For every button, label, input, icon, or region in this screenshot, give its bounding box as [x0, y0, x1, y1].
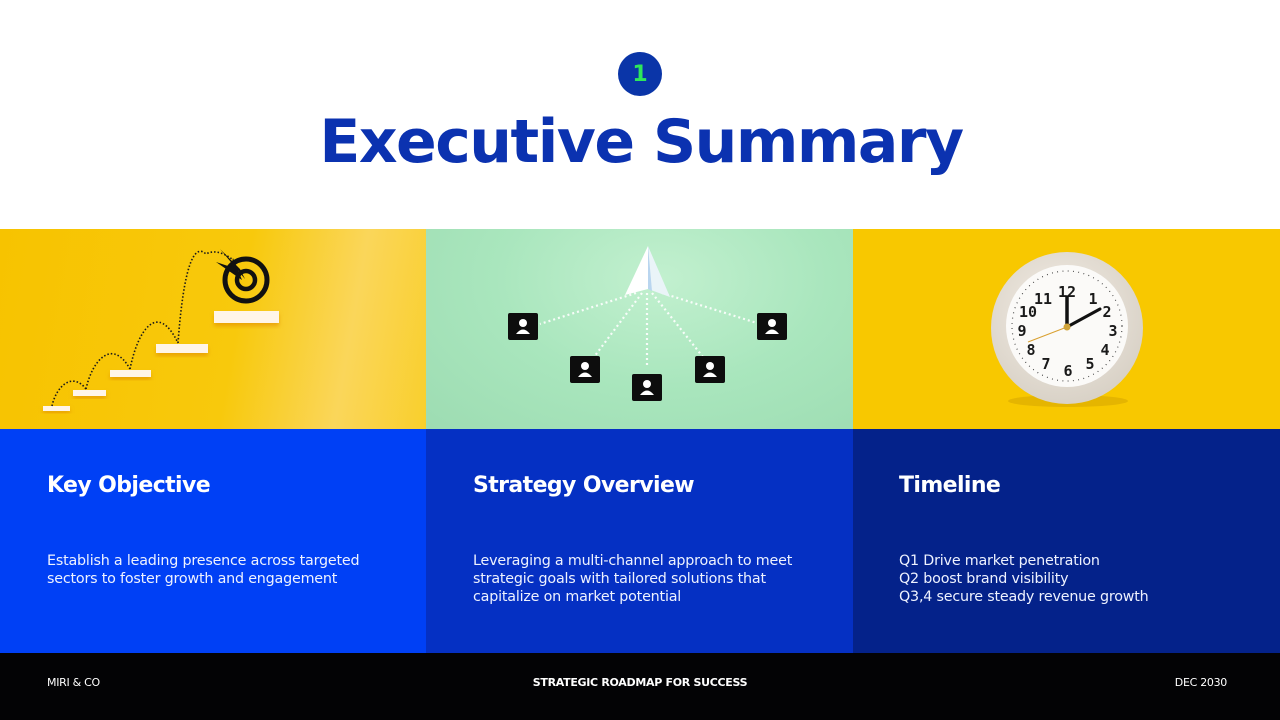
- clock-image: 12 1 2 3 4 5 6 7 8 9 10 11: [853, 229, 1280, 429]
- svg-text:5: 5: [1085, 355, 1094, 373]
- company-name: MIRI & CO: [47, 676, 100, 689]
- svg-text:1: 1: [1088, 290, 1097, 308]
- slide-footer: MIRI & CO STRATEGIC ROADMAP FOR SUCCESS …: [0, 653, 1280, 720]
- stairs-target-icon: [43, 249, 279, 411]
- card-title: Timeline: [899, 473, 1001, 498]
- card-text-line: sectors to foster growth and engagement: [47, 571, 338, 587]
- timeline-q1: Q1 Drive market penetration: [899, 553, 1100, 569]
- svg-text:2: 2: [1102, 303, 1111, 321]
- card-text-line: Establish a leading presence across targ…: [47, 553, 360, 569]
- presentation-date: DEC 2030: [1174, 676, 1228, 689]
- timeline-q3-4: Q3,4 secure steady revenue growth: [899, 589, 1149, 605]
- stairs-target-image: [0, 229, 426, 429]
- card-key-objective: Key Objective Establish a leading presen…: [0, 429, 426, 653]
- svg-text:10: 10: [1019, 303, 1037, 321]
- card-strategy-overview: Strategy Overview Leveraging a multi-cha…: [426, 429, 853, 653]
- svg-text:3: 3: [1108, 322, 1117, 340]
- svg-text:6: 6: [1063, 362, 1072, 380]
- timeline-q2: Q2 boost brand visibility: [899, 571, 1069, 587]
- svg-text:8: 8: [1026, 341, 1035, 359]
- card-title: Key Objective: [47, 473, 211, 498]
- svg-text:11: 11: [1034, 290, 1052, 308]
- alarm-clock-icon: 12 1 2 3 4 5 6 7 8 9 10 11: [991, 252, 1143, 407]
- page-title: Executive Summary: [319, 107, 964, 177]
- card-timeline: Timeline Q1 Drive market penetration Q2 …: [853, 429, 1280, 653]
- slide-header: 1 Executive Summary: [0, 0, 1280, 229]
- svg-text:4: 4: [1100, 341, 1109, 359]
- paper-plane-network-icon: [508, 246, 787, 401]
- card-text-line: Leveraging a multi-channel approach to m…: [473, 553, 793, 569]
- network-image: [426, 229, 853, 429]
- card-body: Leveraging a multi-channel approach to m…: [473, 552, 792, 606]
- svg-text:7: 7: [1041, 355, 1050, 373]
- card-text-line: capitalize on market potential: [473, 589, 682, 605]
- card-body: Establish a leading presence across targ…: [47, 552, 360, 588]
- card-body: Q1 Drive market penetration Q2 boost bra…: [899, 552, 1149, 606]
- presentation-title: STRATEGIC ROADMAP FOR SUCCESS: [532, 676, 748, 689]
- section-number-badge: 1: [618, 52, 662, 96]
- image-row: 12 1 2 3 4 5 6 7 8 9 10 11: [0, 229, 1280, 429]
- svg-text:9: 9: [1017, 322, 1026, 340]
- svg-text:12: 12: [1058, 283, 1076, 301]
- summary-cards: Key Objective Establish a leading presen…: [0, 429, 1280, 653]
- person-blocks: [508, 313, 787, 401]
- card-text-line: strategic goals with tailored solutions …: [473, 571, 766, 587]
- card-title: Strategy Overview: [473, 473, 695, 498]
